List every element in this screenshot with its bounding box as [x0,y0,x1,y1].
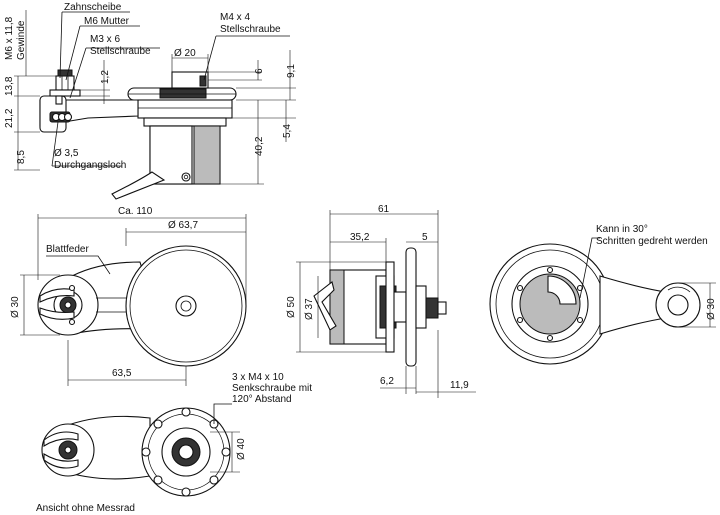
label-ansicht: Ansicht ohne Messrad [36,503,135,514]
dim-6: 6 [254,68,265,74]
back-view-labels: Kann in 30° Schritten gedreht werden Ø 3… [596,224,717,320]
label-stellschraube-1: Stellschraube [90,46,151,57]
dim-11-9: 11,9 [450,380,469,391]
label-d35: Ø 3,5 [54,148,79,159]
label-m6-mutter: M6 Mutter [84,16,130,27]
label-m3x6: M3 x 6 [90,34,120,45]
top-side-view [14,10,296,200]
label-gewinde: Gewinde [16,20,27,60]
dim-5-4: 5,4 [282,124,293,138]
dim-5: 5 [422,232,428,243]
dim-63-5: 63,5 [112,368,132,379]
top-view-labels: Zahnscheibe M6 Mutter M3 x 6 Stellschrau… [4,2,297,171]
side-view-labels: 61 35,2 5 Ø 50 Ø 37 6,2 11,9 [286,204,469,391]
label-m4x10-line2: Senkschraube mit [232,383,312,394]
dim-13-8: 13,8 [4,76,15,96]
back-view [489,237,716,365]
dim-d20: Ø 20 [174,48,196,59]
label-m6x118: M6 x 11,8 [4,16,15,60]
bottom-view [41,403,240,497]
side-view [296,210,476,398]
dim-61: 61 [378,204,390,215]
dim-21-2: 21,2 [4,108,15,128]
front-view-labels: Ca. 110 Ø 63,7 Ø 30 63,5 Blattfeder [10,206,198,379]
label-kann-line1: Kann in 30° [596,224,648,235]
front-view [20,214,247,386]
label-m4x4: M4 x 4 [220,12,250,23]
dim-8-5: 8,5 [16,150,27,164]
dim-d37: Ø 37 [304,298,315,320]
dim-6-2: 6,2 [380,376,394,387]
dim-d30-right: Ø 30 [706,298,717,320]
dim-40-2: 40,2 [254,136,265,156]
dim-d40: Ø 40 [236,438,247,460]
label-zahnscheibe: Zahnscheibe [64,2,122,13]
label-stellschraube-2: Stellschraube [220,24,281,35]
label-m4x10-line1: 3 x M4 x 10 [232,372,284,383]
dim-d30-left: Ø 30 [10,296,21,318]
label-kann-line2: Schritten gedreht werden [596,236,708,247]
bottom-view-labels: 3 x M4 x 10 Senkschraube mit 120° Abstan… [36,372,312,514]
dim-9-1: 9,1 [286,64,297,78]
label-blattfeder: Blattfeder [46,244,89,255]
dim-35-2: 35,2 [350,232,370,243]
dim-d50: Ø 50 [286,296,297,318]
dim-ca110: Ca. 110 [118,206,153,217]
dim-1-2: 1,2 [100,70,111,84]
label-durchgangsloch: Durchgangsloch [54,160,126,171]
label-m4x10-line3: 120° Abstand [232,394,292,405]
dim-d63-7: Ø 63,7 [168,220,198,231]
